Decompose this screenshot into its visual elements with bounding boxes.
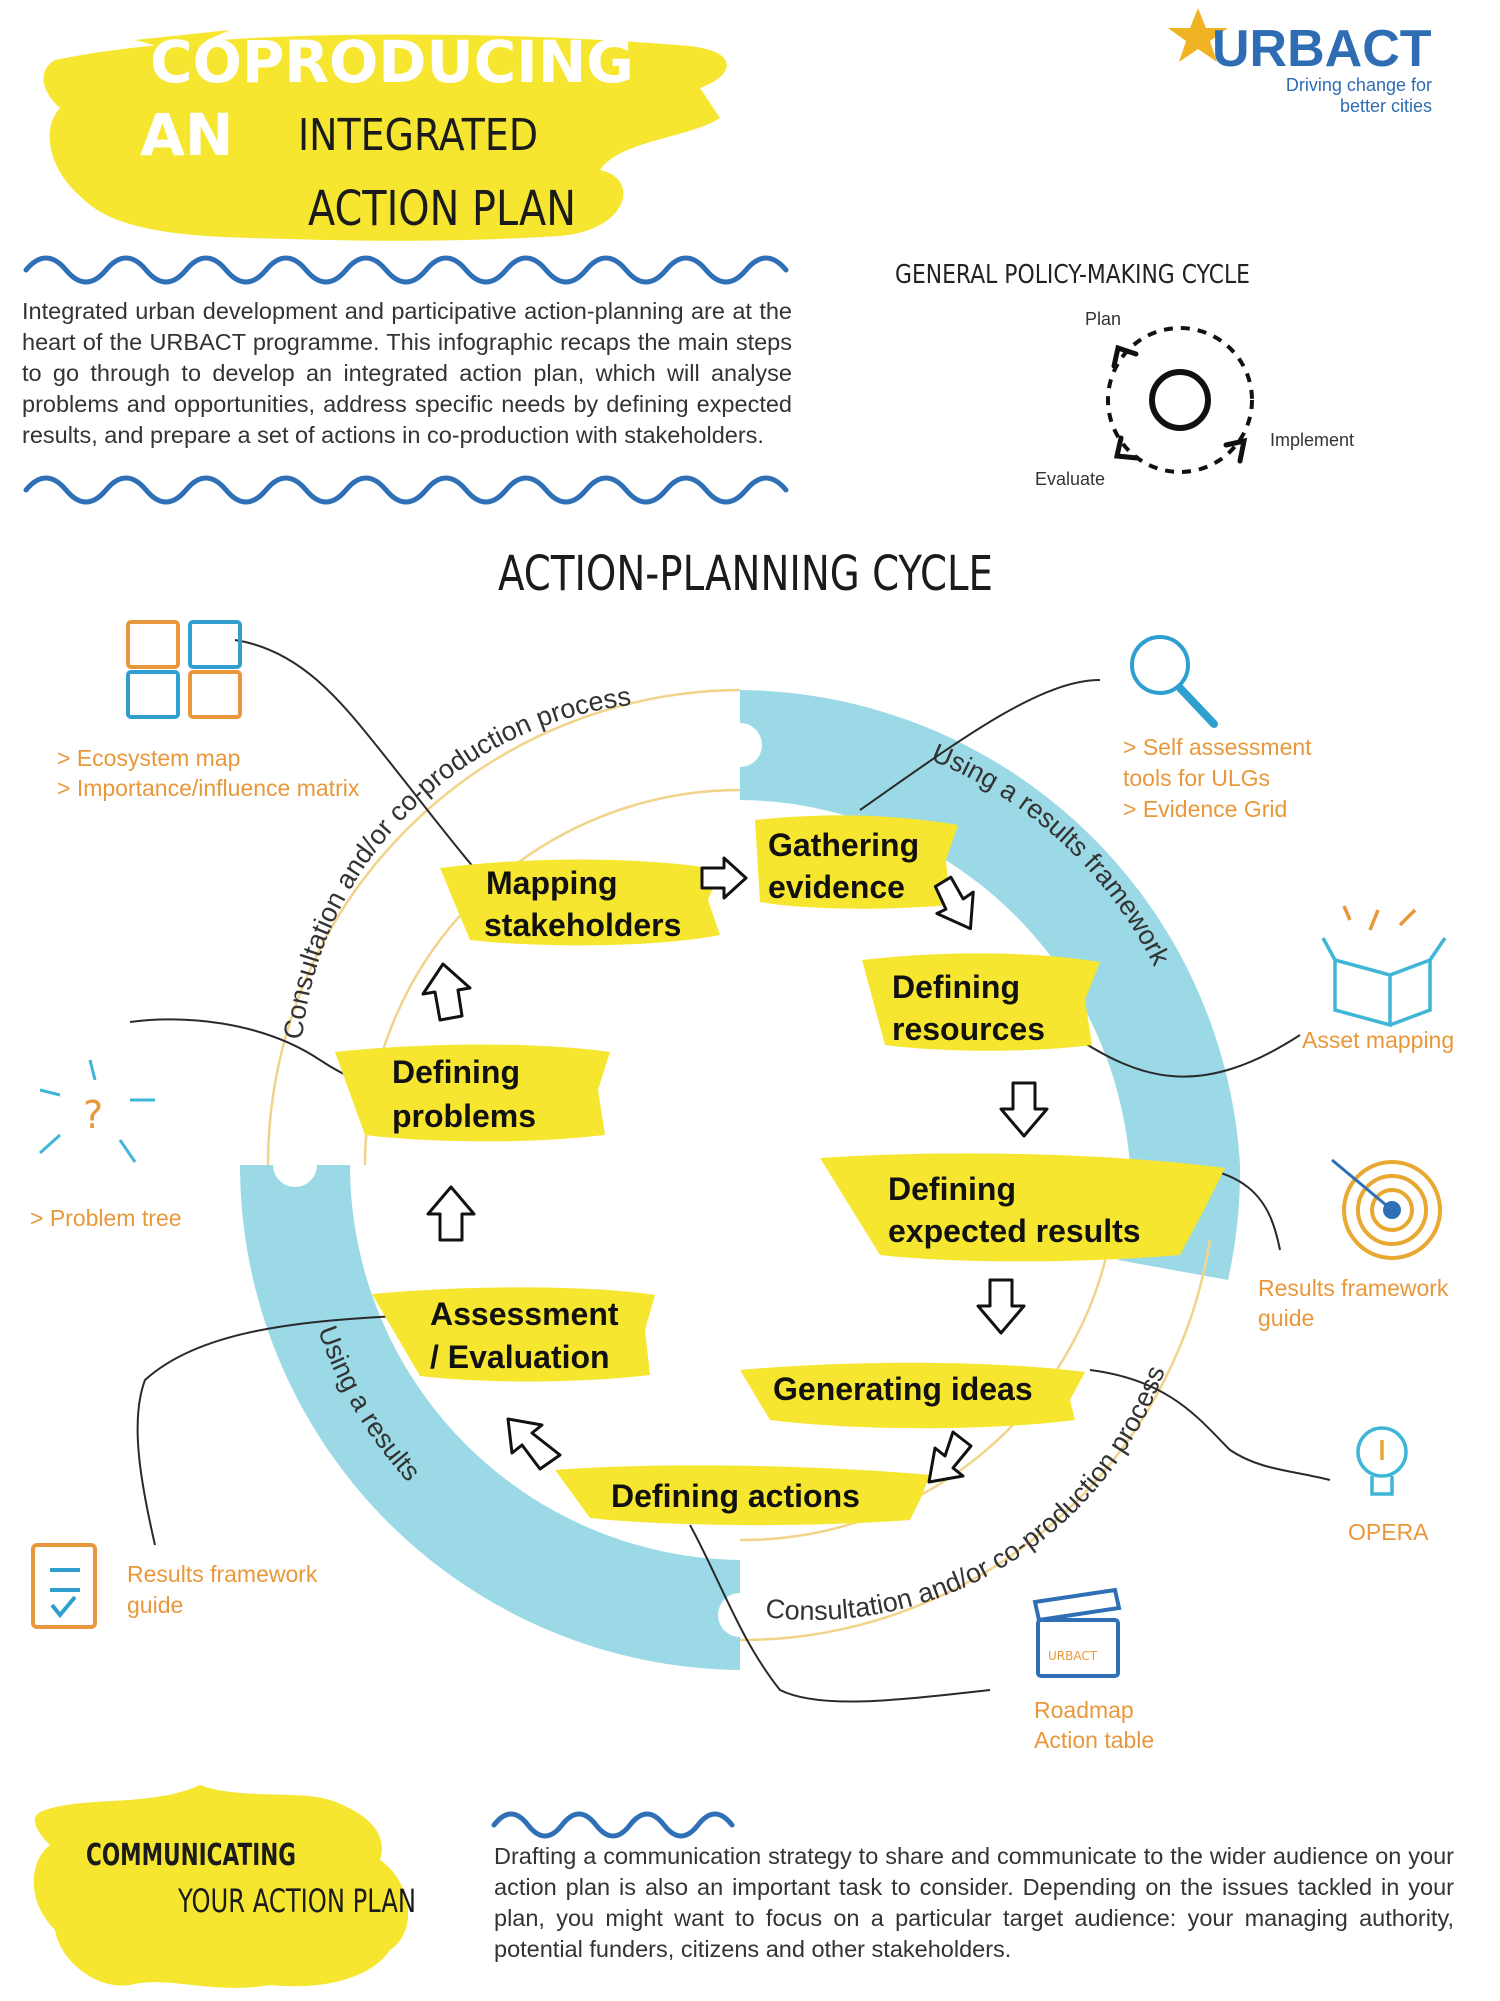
policy-evaluate: Evaluate [1035,469,1105,489]
tool-results-1: Results framework [1258,1275,1449,1301]
brand-name: URBACT [1212,20,1432,78]
tool-self-1: > Self assessment [1123,734,1312,760]
tool-problem-tree: > Problem tree [30,1205,182,1231]
arrow-head-icon [1113,435,1140,461]
target-icon [1331,1158,1442,1260]
arrow-right-icon [700,856,748,900]
step-results-line2: expected results [888,1213,1141,1249]
open-box-icon [1321,905,1447,1028]
communicating-title-1: COMMUNICATING [86,1838,296,1873]
svg-text:URBACT: URBACT [1048,1649,1098,1663]
arrow-down-icon [933,875,975,931]
step-labels: Mapping stakeholders Gathering evidence … [392,827,1141,1514]
tool-labels: > Ecosystem map > Importance/influence m… [30,734,1454,1753]
step-resources-line2: resources [892,1011,1045,1047]
step-gathering-line2: evidence [768,869,905,905]
puzzle-knob [718,723,762,767]
arrow-up-left-icon [506,1417,562,1471]
step-mapping-line1: Mapping [486,865,618,901]
lightbulb-icon [1356,1426,1408,1496]
tool-opera: OPERA [1348,1519,1429,1545]
clipboard-icon [31,1543,97,1629]
wave-divider-top [23,255,789,285]
wave-divider-bottom [491,1811,735,1839]
title-banner [43,30,727,241]
arrow-head-icon [1111,344,1139,369]
tool-asset: Asset mapping [1302,1027,1454,1053]
step-highlights [335,815,1225,1526]
tool-self-3: > Evidence Grid [1123,796,1287,822]
policy-cycle-core [1149,369,1211,431]
consultation-ring-outer [739,1239,1212,1642]
tool-results-2: guide [1258,1305,1314,1331]
step-gathering-line1: Gathering [768,827,919,863]
tool-roadmap-1: Roadmap [1034,1697,1134,1723]
intro-paragraph: Integrated urban development and partici… [22,298,792,448]
title-an: AN [140,101,233,169]
step-problems-line1: Defining [392,1054,520,1090]
step-problems-line2: problems [392,1098,536,1134]
title-line1: COPRODUCING [150,28,634,96]
tool-connectors [129,639,1331,1703]
policy-cycle-title: GENERAL POLICY-MAKING CYCLE [895,260,1250,290]
policy-plan: Plan [1085,309,1121,329]
step-results-line1: Defining [888,1171,1016,1207]
tool-rfg-left-2: guide [127,1592,183,1618]
results-band-right [740,690,1240,1165]
title-line3: ACTION PLAN [308,181,576,237]
star-icon [1168,8,1228,62]
wave-divider-intro-bottom [23,475,789,505]
arrow-down-left-icon [927,1430,973,1484]
arrow-up-icon [426,1185,476,1242]
step-mapping-line2: stakeholders [484,907,681,943]
step-assessment-line1: Assessment [430,1296,619,1332]
arrow-down-icon [976,1278,1026,1335]
urbact-logo: URBACT Driving change for better cities [1168,8,1432,116]
step-actions: Defining actions [611,1478,860,1514]
policy-implement: Implement [1270,430,1354,450]
tool-self-2: tools for ULGs [1123,765,1270,791]
brand-tagline-2: better cities [1340,96,1432,116]
puzzle-knob [273,1143,317,1187]
step-resources-line1: Defining [892,969,1020,1005]
tool-roadmap-2: Action table [1034,1727,1154,1753]
arrow-down-icon [999,1081,1049,1138]
svg-text:?: ? [83,1093,103,1137]
tool-rfg-left-1: Results framework [127,1561,318,1587]
consultation-ring-outer [266,688,741,1166]
step-assessment-line2: / Evaluation [430,1339,610,1375]
puzzle-icon [126,620,242,719]
communicating-title-2: YOUR ACTION PLAN [177,1882,416,1920]
title-line2: INTEGRATED [298,110,538,161]
brand-tagline-1: Driving change for [1286,75,1432,95]
results-band-left [240,1165,740,1670]
puzzle-knob [718,1593,762,1637]
magnifier-icon [1130,635,1218,728]
communicating-paragraph: Drafting a communication strategy to sha… [494,1843,1454,1962]
step-ideas: Generating ideas [773,1371,1033,1407]
tool-ecosystem-1: > Ecosystem map [57,745,240,771]
consultation-ring-inner [739,1239,1112,1542]
question-icon: ? [38,1059,155,1163]
arrow-up-icon [421,962,472,1022]
arrow-head-icon [1223,437,1248,464]
cycle-title: ACTION-PLANNING CYCLE [498,546,993,602]
policy-cycle-ring [1106,326,1254,474]
clapperboard-icon: URBACT [1032,1587,1122,1678]
tool-ecosystem-2: > Importance/influence matrix [57,775,360,801]
flow-arrows [421,856,1049,1484]
communicating-splash [33,1785,409,1988]
